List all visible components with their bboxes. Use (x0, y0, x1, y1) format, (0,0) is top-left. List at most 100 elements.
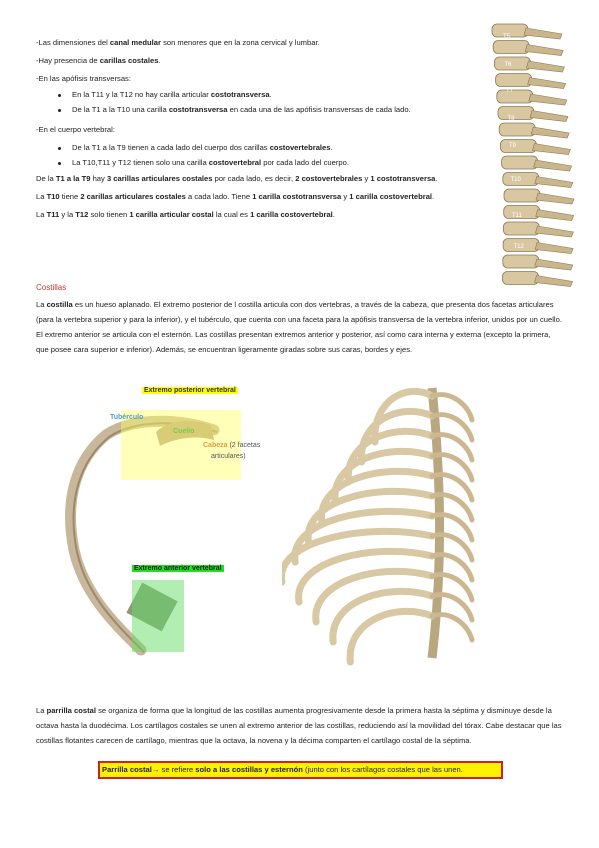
rib (291, 507, 436, 566)
spinous-process (529, 110, 569, 122)
vertebra-label: T7 (506, 88, 514, 94)
text-run: . (158, 56, 161, 65)
bold-text: costilla (46, 300, 73, 309)
vertebra-body (499, 139, 537, 153)
text-run: La T10,T11 y T12 tienen solo una carilla (72, 158, 209, 167)
bold-text: Parrilla costal (102, 765, 152, 774)
vertebrae-line: -En el cuerpo vertebral: (36, 125, 115, 135)
rib (282, 527, 436, 586)
label-tuberculo: Tubérculo (110, 414, 144, 421)
bold-text: T11 (46, 210, 60, 219)
text-run: → se refiere (151, 765, 196, 774)
rib-far (429, 572, 475, 603)
bold-text: costotransversa (210, 90, 270, 99)
spinous-process (530, 126, 570, 139)
bold-text: carillas costales (99, 56, 159, 65)
text-run: -En las apófisis transversas: (36, 74, 131, 83)
label-cabeza: Cabeza (2 facetas (203, 442, 260, 449)
label-extremo-anterior: Extremo anterior vertebral (132, 565, 224, 572)
parrilla-callout: Parrilla costal→ se refiere solo a las c… (98, 761, 503, 779)
spinous-process (523, 27, 563, 40)
bold-text: costovertebral (208, 158, 262, 167)
text-run: por cada lado, es decir, (212, 174, 296, 183)
vertebrae-line: -En las apófisis transversas: (36, 74, 131, 84)
vertebra-body (495, 73, 533, 87)
text-run: en cada una de las apófisis transversas … (227, 105, 411, 114)
bold-text: 1 carilla costotransversa (252, 192, 342, 201)
vertebra-body (498, 122, 536, 137)
vertebra-label: T11 (512, 213, 523, 219)
rib (329, 587, 436, 646)
text-run: . (330, 143, 333, 152)
vertebra-body (496, 89, 534, 104)
rib-far (429, 532, 475, 563)
vertebra-label: T10 (511, 177, 522, 183)
vertebrae-line: -Las dimensiones del canal medular son m… (36, 38, 320, 48)
label-cabeza-word: Cabeza (203, 442, 228, 449)
text-run: -Hay presencia de (36, 56, 100, 65)
text-run: -En el cuerpo vertebral: (36, 125, 115, 134)
bold-text: solo a las costillas y esternón (195, 765, 303, 774)
rib (295, 547, 436, 606)
bold-text: costotransversa (168, 105, 228, 114)
text-run: son menores que en la zona cervical y lu… (160, 38, 320, 47)
spinous-process (527, 77, 567, 89)
rib-far (429, 552, 475, 583)
text-run: la cual es (213, 210, 251, 219)
rib-far (429, 452, 475, 483)
rib-far (429, 592, 475, 623)
vertebra-label: T12 (514, 244, 525, 250)
text-run: y (362, 174, 371, 183)
spinous-process (534, 258, 574, 271)
rib (346, 607, 436, 666)
label-cabeza-detail-1: (2 facetas (229, 442, 261, 449)
spinous-process (524, 44, 564, 56)
vertebrae-line: En la T11 y la T12 no hay carilla articu… (72, 90, 272, 100)
bold-text: T12 (75, 210, 89, 219)
vertebrae-line: De la T1 a la T9 tienen a cada lado del … (72, 143, 333, 153)
spinous-process (533, 159, 573, 172)
text-run: La (36, 706, 47, 715)
text-run: . (332, 210, 335, 219)
spinous-process (534, 275, 573, 287)
vertebra-body (501, 155, 539, 170)
vertebrae-line: La T10 tiene 2 carillas articulares cost… (36, 192, 434, 202)
bold-text: 3 carillas articulares costales (106, 174, 213, 183)
bold-text: T10 (46, 192, 60, 201)
rib-shaft-shade (72, 422, 218, 653)
bold-text: 2 costovertebrales (295, 174, 363, 183)
bullet-dot (58, 162, 61, 165)
text-run: (junto con los cartílagos costales que l… (302, 765, 463, 774)
text-run: La (36, 210, 47, 219)
ribcage-illustration (282, 387, 475, 666)
vertebra-body (493, 56, 531, 71)
bold-text: costovertebrales (269, 143, 331, 152)
bold-text: 1 carilla costovertebral (349, 192, 433, 201)
rib-shaft (65, 415, 220, 656)
vertebra-label: T5 (503, 34, 511, 40)
parrilla-paragraph: La parrilla costal se organiza de forma … (36, 703, 564, 748)
rib-diagram (65, 410, 241, 656)
label-cabeza-detail-2: articulares) (211, 453, 246, 460)
bold-text: canal medular (109, 38, 161, 47)
vertebra-body (502, 254, 540, 269)
vertebrae-line: La T10,T11 y T12 tienen solo una carilla… (72, 158, 349, 168)
rib-far (429, 492, 475, 523)
spinous-process (535, 225, 574, 238)
rib-far (429, 472, 475, 503)
spinous-process (532, 143, 571, 155)
rib-far (429, 432, 475, 463)
vertebrae-line: -Hay presencia de carillas costales. (36, 56, 161, 66)
text-run: a cada lado. Tiene (185, 192, 253, 201)
text-run: -Las dimensiones del (36, 38, 110, 47)
rib-far (429, 512, 475, 543)
bullet-dot (58, 94, 61, 97)
costillas-paragraph: La costilla es un hueso aplanado. El ext… (36, 297, 564, 357)
rib-far (429, 612, 475, 643)
vertebrae-line: La T11 y la T12 solo tienen 1 carilla ar… (36, 210, 335, 220)
text-run: La (36, 192, 47, 201)
bold-text: T1 a la T9 (55, 174, 91, 183)
bullet-dot (58, 109, 61, 112)
rib (312, 567, 436, 626)
